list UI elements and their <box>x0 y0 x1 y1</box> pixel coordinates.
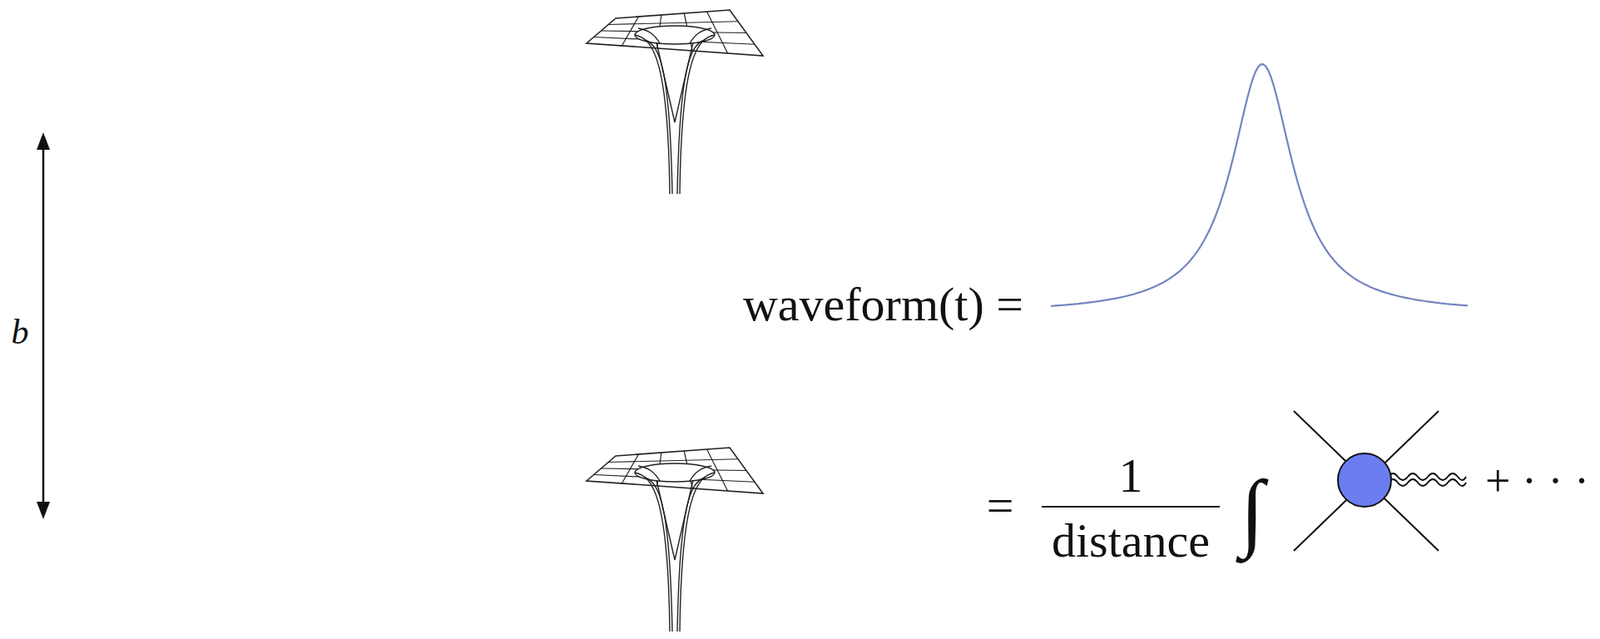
black-hole <box>586 9 763 194</box>
ellipsis-term: + · · · <box>1485 458 1590 504</box>
double-arrow <box>36 132 50 520</box>
denominator: distance <box>1051 516 1210 565</box>
fraction-bar <box>1041 505 1220 508</box>
amplitude-diagram <box>1293 411 1467 551</box>
equals-sign: = <box>986 481 1015 531</box>
formula-text: waveform(t) = <box>743 280 1024 329</box>
integral-sign: ∫ <box>1240 467 1265 555</box>
dimension-label: b <box>11 314 30 350</box>
waveform-curve <box>1050 64 1468 307</box>
black-hole <box>586 447 763 632</box>
numerator: 1 <box>1119 451 1144 501</box>
